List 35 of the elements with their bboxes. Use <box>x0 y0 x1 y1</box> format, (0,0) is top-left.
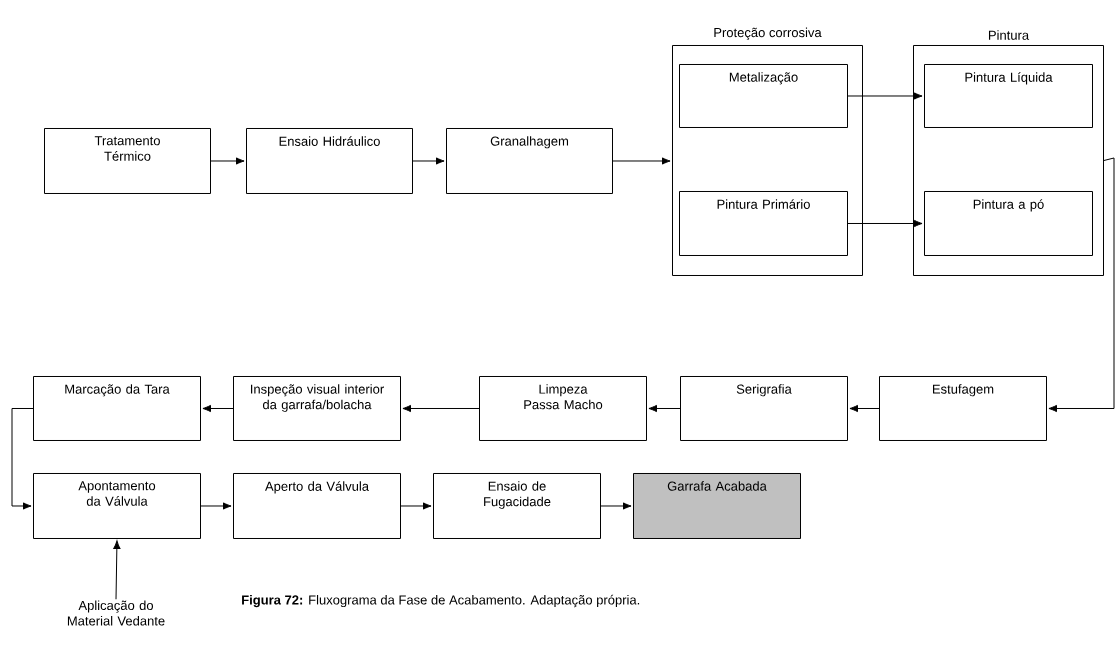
process-box: Estufagem <box>879 376 1047 441</box>
process-box: Pintura Primário <box>679 191 848 256</box>
node-label: Proteção corrosiva <box>714 27 822 40</box>
process-box: Pintura a pó <box>924 191 1093 256</box>
process-box: Apontamento da Válvula <box>33 473 201 539</box>
process-box: Granalhagem <box>446 128 613 194</box>
arrow <box>202 404 234 413</box>
process-box: Limpeza Passa Macho <box>479 376 647 441</box>
arrow <box>113 540 121 600</box>
node-label: Pintura <box>988 30 1030 40</box>
process-box: Aperto da Válvula <box>233 473 401 539</box>
arrow <box>612 157 671 165</box>
figure-caption: Figura 72: Fluxograma da Fase de Acabamento. Adaptação própria. <box>242 594 640 608</box>
process-box: Serigrafia <box>680 376 848 441</box>
arrow <box>648 404 681 413</box>
process-box: Inspeção visual interior da garrafa/bolacha <box>233 376 401 441</box>
process-text: Aplicação do Material Vedante <box>67 600 165 626</box>
arrow <box>210 157 245 165</box>
process-box: Pintura Líquida <box>924 64 1093 128</box>
process-box: Ensaio de Fugacidade <box>433 473 601 539</box>
arrow <box>847 92 923 100</box>
process-box: Marcação da Tara <box>33 376 201 441</box>
arrow <box>400 502 432 510</box>
arrow <box>1048 157 1115 413</box>
arrow <box>402 404 480 413</box>
arrow <box>600 502 632 510</box>
final-box: Garrafa Acabada <box>633 473 801 539</box>
process-box: Tratamento Térmico <box>44 128 211 194</box>
arrow <box>11 408 34 510</box>
arrow <box>200 502 232 510</box>
process-box: Ensaio Hidráulico <box>246 128 413 194</box>
arrow <box>849 404 880 413</box>
process-box: Metalização <box>679 64 848 128</box>
arrow <box>847 219 923 228</box>
arrow <box>412 157 445 165</box>
